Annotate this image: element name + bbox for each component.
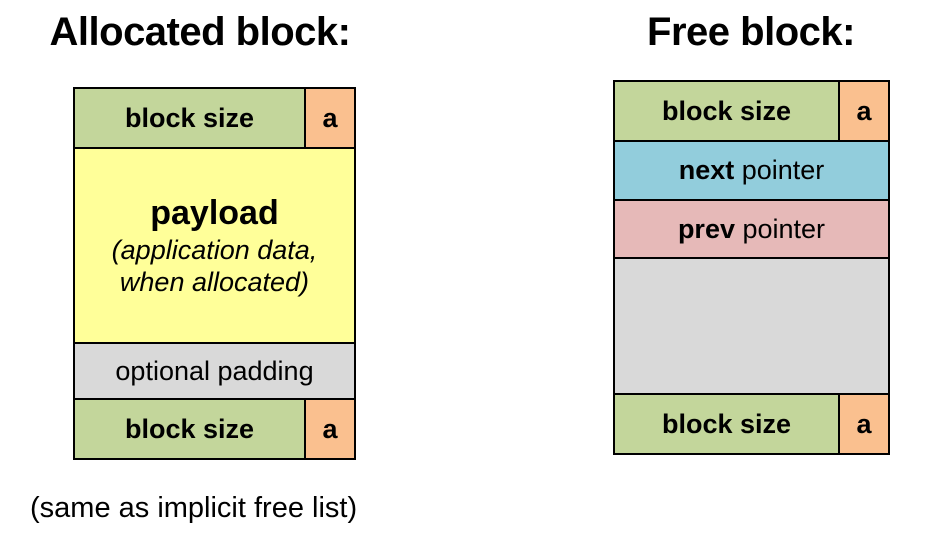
allocated-padding-row: optional padding: [75, 342, 354, 398]
allocated-header-flag-cell: a: [304, 89, 354, 147]
allocated-header-size-label: block size: [124, 102, 255, 133]
payload-note-line1: (application data,: [111, 234, 318, 265]
payload-label: payload: [150, 193, 279, 232]
free-header-flag-cell: a: [838, 82, 888, 140]
free-footer-flag-cell: a: [838, 395, 888, 453]
allocated-footer-flag-cell: a: [304, 400, 354, 458]
allocated-payload-row: payload (application data, when allocate…: [75, 147, 354, 342]
next-pointer-bold-word: next: [678, 155, 735, 185]
prev-pointer-bold-word: prev: [677, 213, 735, 244]
allocated-header-size-cell: block size: [75, 89, 304, 147]
allocated-footer-flag-label: a: [322, 413, 338, 444]
prev-pointer-rest-word: pointer: [734, 213, 826, 244]
next-pointer-rest-word: pointer: [734, 155, 825, 185]
free-header-flag-label: a: [856, 95, 872, 126]
free-block: block size a next pointer prev pointer b…: [613, 80, 890, 455]
allocated-block-title: Allocated block:: [49, 10, 351, 54]
free-footer-size-cell: block size: [615, 395, 838, 453]
allocated-footer-row: block size a: [75, 398, 354, 458]
optional-padding-label: optional padding: [115, 355, 314, 386]
implicit-free-list-caption: (same as implicit free list): [30, 492, 358, 524]
next-pointer-label: next pointer: [679, 155, 825, 186]
allocated-header-flag-label: a: [322, 102, 338, 133]
next-pointer-row: next pointer: [615, 140, 888, 199]
payload-text: payload (application data, when allocate…: [112, 193, 318, 299]
prev-pointer-row: prev pointer: [615, 199, 888, 257]
allocated-footer-size-cell: block size: [75, 400, 304, 458]
free-header-size-cell: block size: [615, 82, 838, 140]
free-header-row: block size a: [615, 82, 888, 140]
free-header-size-label: block size: [661, 95, 792, 126]
free-unused-row: [615, 257, 888, 393]
prev-pointer-label: prev pointer: [678, 214, 825, 245]
free-block-title: Free block:: [647, 10, 855, 54]
allocated-header-row: block size a: [75, 89, 354, 147]
free-footer-size-label: block size: [661, 408, 792, 439]
payload-note-line2: when allocated): [119, 266, 310, 297]
free-footer-row: block size a: [615, 393, 888, 453]
free-footer-flag-label: a: [856, 408, 872, 439]
allocated-footer-size-label: block size: [124, 413, 255, 444]
allocated-block: block size a payload (application data, …: [73, 87, 356, 460]
